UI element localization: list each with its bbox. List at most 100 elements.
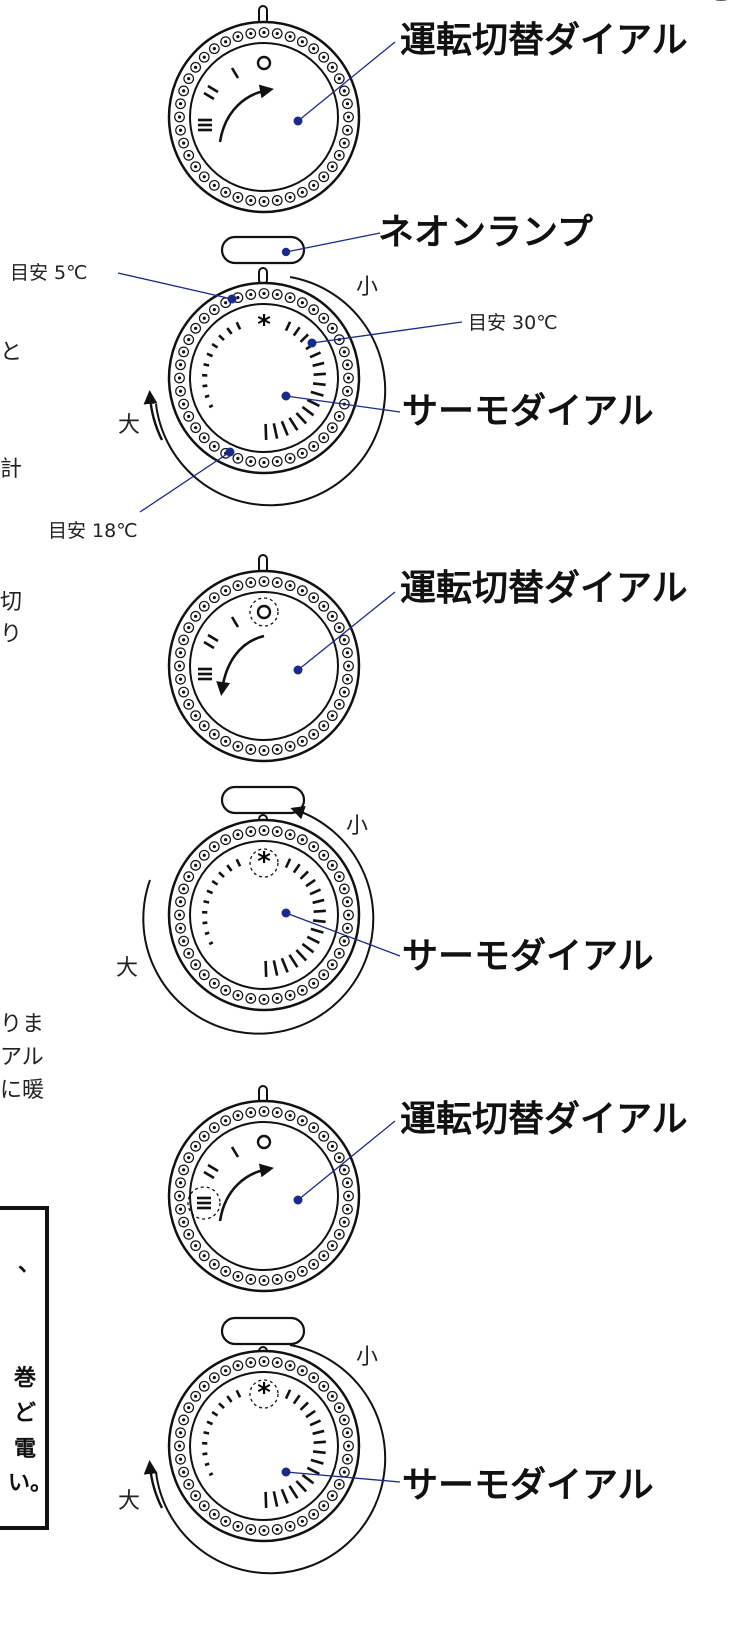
grip-bead xyxy=(245,744,257,755)
grip-bead xyxy=(208,1372,220,1384)
grip-bead xyxy=(258,1275,270,1286)
scale-tick xyxy=(310,390,324,397)
grip-bead xyxy=(338,634,350,646)
grip-bead xyxy=(174,909,185,921)
guide-30-label: 目安 30℃ xyxy=(468,312,558,334)
rotate-arrow-icon xyxy=(218,1163,274,1222)
grip-bead xyxy=(258,196,270,207)
increase-arrow-icon xyxy=(143,390,164,441)
thermo-dial[interactable]: * xyxy=(167,818,361,1012)
grip-bead xyxy=(318,1250,330,1262)
neon-lamp xyxy=(220,235,306,265)
scale-tick xyxy=(206,1420,214,1426)
grip-bead xyxy=(326,422,338,434)
grip-bead xyxy=(232,989,244,1001)
switch-dial[interactable] xyxy=(167,569,361,763)
grip-bead xyxy=(296,36,308,48)
scale-tick xyxy=(299,1401,309,1411)
grip-bead xyxy=(343,1440,354,1452)
grip-bead xyxy=(284,829,296,841)
grip-bead xyxy=(198,171,210,183)
grip-bead xyxy=(296,1515,308,1527)
switch-dial[interactable] xyxy=(167,1099,361,1293)
scale-tick xyxy=(295,1480,308,1493)
scale-tick xyxy=(235,1389,242,1398)
off-mark-icon xyxy=(256,1134,272,1150)
caution-text-5: い。 xyxy=(8,1471,52,1496)
large-label: 大 xyxy=(118,1489,140,1514)
grip-bead xyxy=(178,137,190,149)
thermo-dial[interactable]: * xyxy=(167,1349,361,1543)
grip-bead xyxy=(333,947,345,959)
grip-bead xyxy=(208,1258,220,1270)
scale-tick xyxy=(206,889,214,895)
grip-bead xyxy=(338,1414,350,1426)
leader-line xyxy=(285,912,401,957)
scale-tick xyxy=(306,398,320,408)
switch-dial[interactable] xyxy=(167,20,361,214)
grip-bead xyxy=(232,1360,244,1372)
grip-bead xyxy=(175,922,186,934)
grip-bead xyxy=(258,576,270,587)
grip-bead xyxy=(338,1216,350,1228)
scale-tick xyxy=(312,919,326,924)
grip-bead xyxy=(183,947,195,959)
grip-bead xyxy=(175,98,186,110)
grip-bead xyxy=(296,1115,308,1127)
grip-bead xyxy=(271,195,283,206)
thermo-dial[interactable]: * xyxy=(167,281,361,475)
grip-bead xyxy=(220,186,232,198)
decrease-arrow-icon xyxy=(142,806,375,1035)
scale-tick xyxy=(288,1485,299,1499)
scale-tick xyxy=(305,878,316,888)
grip-bead xyxy=(342,1177,353,1189)
grip-bead xyxy=(208,592,220,604)
grip-bead xyxy=(178,85,190,97)
grip-bead xyxy=(342,124,353,136)
grip-bead xyxy=(338,1164,350,1176)
grip-bead xyxy=(220,834,232,846)
scale-tick xyxy=(313,909,326,913)
leader-line xyxy=(285,1471,401,1483)
grip-bead xyxy=(190,322,202,334)
grip-bead xyxy=(174,1190,185,1202)
grip-bead xyxy=(296,186,308,198)
grip-bead xyxy=(183,622,195,634)
grip-bead xyxy=(232,740,244,752)
grip-bead xyxy=(208,841,220,853)
rotate-arrow-icon xyxy=(216,634,265,696)
grip-bead xyxy=(326,1490,338,1502)
grip-bead xyxy=(318,312,330,324)
neon-lamp-label: ネオンランプ xyxy=(378,212,593,253)
caution-box: 、 巻 ど 電 い。 xyxy=(0,1206,52,1530)
grip-bead xyxy=(271,826,283,837)
grip-bead xyxy=(333,410,345,422)
grip-bead xyxy=(232,1270,244,1282)
grip-bead xyxy=(220,1365,232,1377)
scale-tick xyxy=(292,1394,301,1405)
grip-bead xyxy=(183,334,195,346)
scale-tick xyxy=(264,423,268,441)
grip-bead xyxy=(245,1524,257,1535)
scale-tick xyxy=(211,879,219,886)
scale-tick xyxy=(295,412,308,425)
grip-bead xyxy=(245,993,257,1004)
grip-bead xyxy=(308,977,320,989)
grip-bead xyxy=(245,1357,257,1368)
grip-bead xyxy=(190,1240,202,1252)
scale-tick xyxy=(306,1466,320,1476)
scale-tick xyxy=(226,1395,233,1403)
grip-bead xyxy=(333,1228,345,1240)
scale-tick xyxy=(292,326,301,337)
grip-bead xyxy=(198,1250,210,1262)
grip-bead xyxy=(271,1524,283,1535)
grip-bead xyxy=(198,969,210,981)
grip-bead xyxy=(183,1228,195,1240)
grip-bead xyxy=(198,849,210,861)
selected-position-highlight xyxy=(249,848,279,878)
grip-bead xyxy=(326,1240,338,1252)
grip-bead xyxy=(198,1130,210,1142)
scale-tick xyxy=(312,1450,326,1455)
frost-mark-icon: * xyxy=(257,847,271,877)
grip-bead xyxy=(308,179,320,191)
